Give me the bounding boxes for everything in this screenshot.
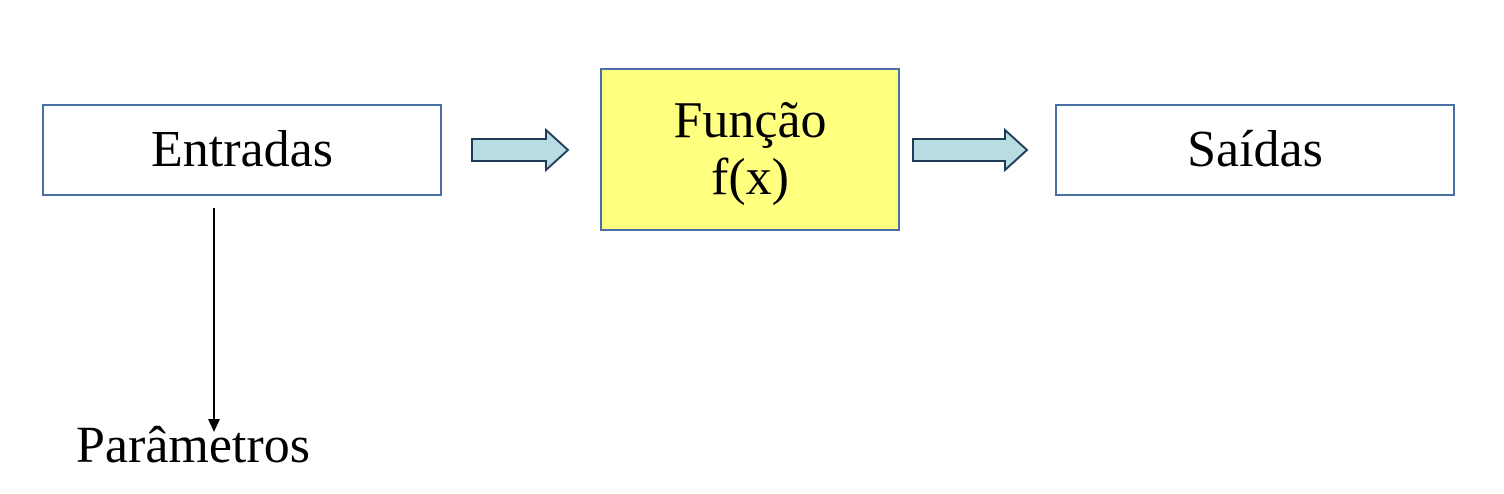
arrow-funcao-to-saidas — [912, 127, 1029, 173]
saidas-label: Saídas — [1187, 121, 1323, 178]
parametros-label: Parâmetros — [76, 417, 310, 474]
funcao-box: Função f(x) — [600, 68, 900, 231]
arrow-funcao-to-saidas-shape — [912, 127, 1029, 173]
parametros-arrowhead — [208, 419, 220, 432]
funcao-formula: f(x) — [711, 148, 789, 206]
funcao-label: Função — [673, 92, 827, 150]
saidas-box: Saídas — [1055, 104, 1455, 196]
arrow-entradas-to-funcao-shape — [471, 127, 570, 173]
entradas-label: Entradas — [151, 121, 333, 178]
entradas-box: Entradas — [42, 104, 442, 196]
arrow-entradas-to-funcao — [471, 127, 570, 173]
